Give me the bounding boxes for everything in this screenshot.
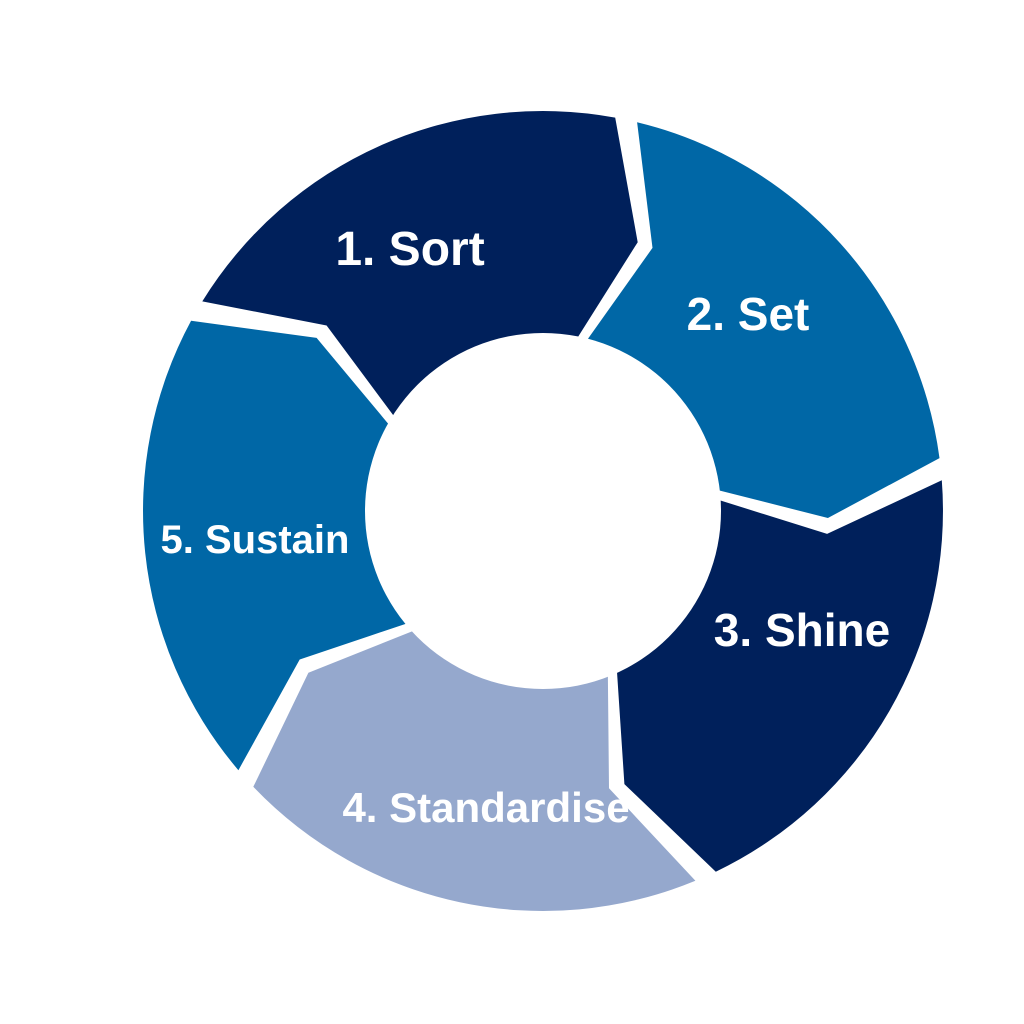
segment-label-sustain: 5. Sustain xyxy=(161,518,350,562)
segment-label-shine: 3. Shine xyxy=(714,604,890,656)
segment-label-set: 2. Set xyxy=(687,288,810,340)
segment-set xyxy=(583,122,940,518)
cycle-segments xyxy=(143,111,943,911)
segment-label-sort: 1. Sort xyxy=(335,223,484,276)
segment-sort xyxy=(202,111,638,422)
segment-standardise xyxy=(253,628,696,911)
cycle-labels: 1. Sort 2. Set 3. Shine 4. Standardise 5… xyxy=(161,223,891,831)
segment-sustain xyxy=(143,320,414,771)
center-hole xyxy=(365,333,721,689)
segment-shine xyxy=(616,480,943,872)
segment-label-standardise: 4. Standardise xyxy=(342,784,629,831)
